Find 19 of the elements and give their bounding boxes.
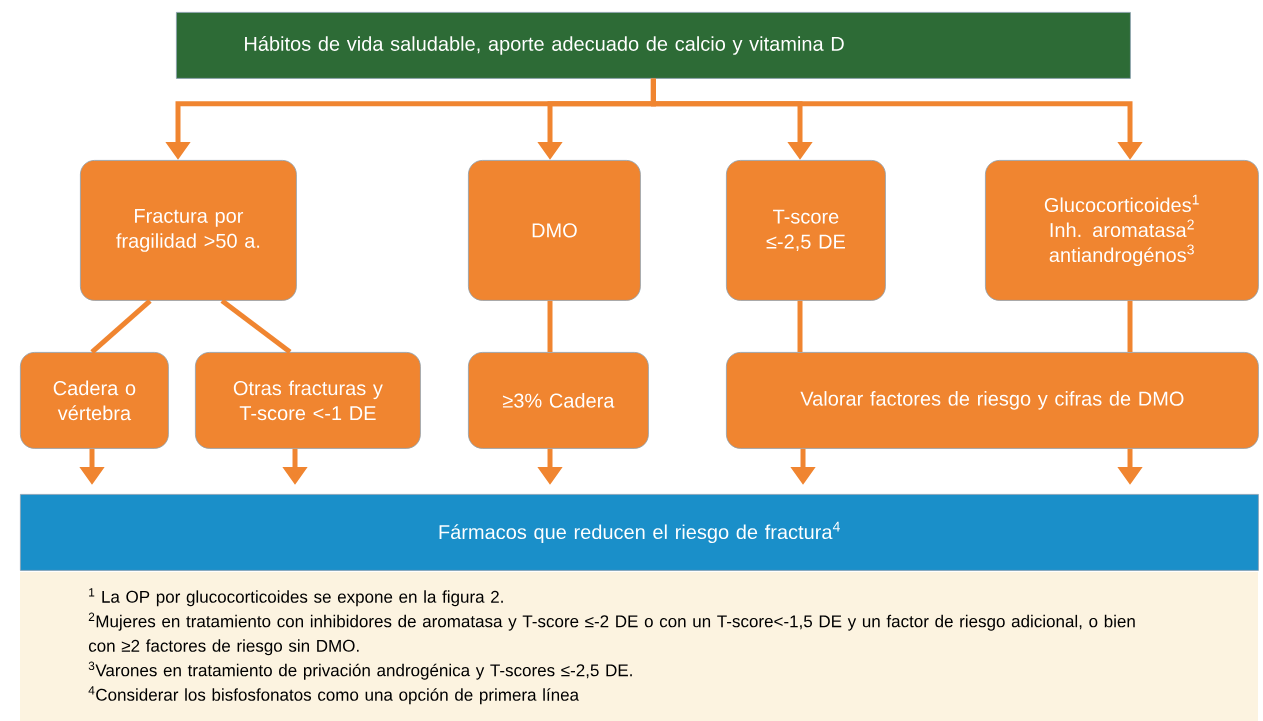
footnote-text: $^{4}$Considerar los bisfosfonatos como una opción de primera línea [88,686,580,705]
header-box: Hábitos de vida saludable, aporte adecuado de calcio y vitamina D [176,12,1131,79]
connector-line [1127,300,1133,352]
footnote-text: $^{2}$Mujeres en tratamiento con inhibidores de aromatasa y T-score ≤-2 DE o con un T-score<-1,5 DE y un factor de riesgo adicional, o bien con ≥2 factores de riesgo sin DMO. [88,612,1135,656]
connector-line [90,298,152,354]
footnote-text: $^{1}$ La OP por glucocorticoides se expone en la figura 2. [89,588,503,607]
rounded-box: Valorar factores de riesgo y cifras de DMO [726,352,1259,449]
footnote-text: $^{3}$Varones en tratamiento de privación androgénica y T-scores ≤-2,5 DE. [88,661,632,680]
connector-line [797,300,803,352]
rounded-box: Otras fracturas y T-score <-1 DE [195,352,421,449]
connector-line [547,300,553,352]
rounded-box: DMO [468,160,641,301]
rounded-box: Fractura por fragilidad >50 a. [80,160,297,301]
rounded-box: T-score ≤-2,5 DE [726,160,886,301]
rounded-box: ≥3% Cadera [468,352,649,449]
rounded-box: Glucocorticoides$^{1}$ Inh. aromatasa$^{2}$ antiandrogénos$^{3}$ [985,160,1259,301]
rounded-box: Cadera o vértebra [20,352,169,449]
connector-line [220,298,292,354]
result-bar: Fármacos que reducen el riesgo de fractura$^{4}$ [20,494,1259,571]
